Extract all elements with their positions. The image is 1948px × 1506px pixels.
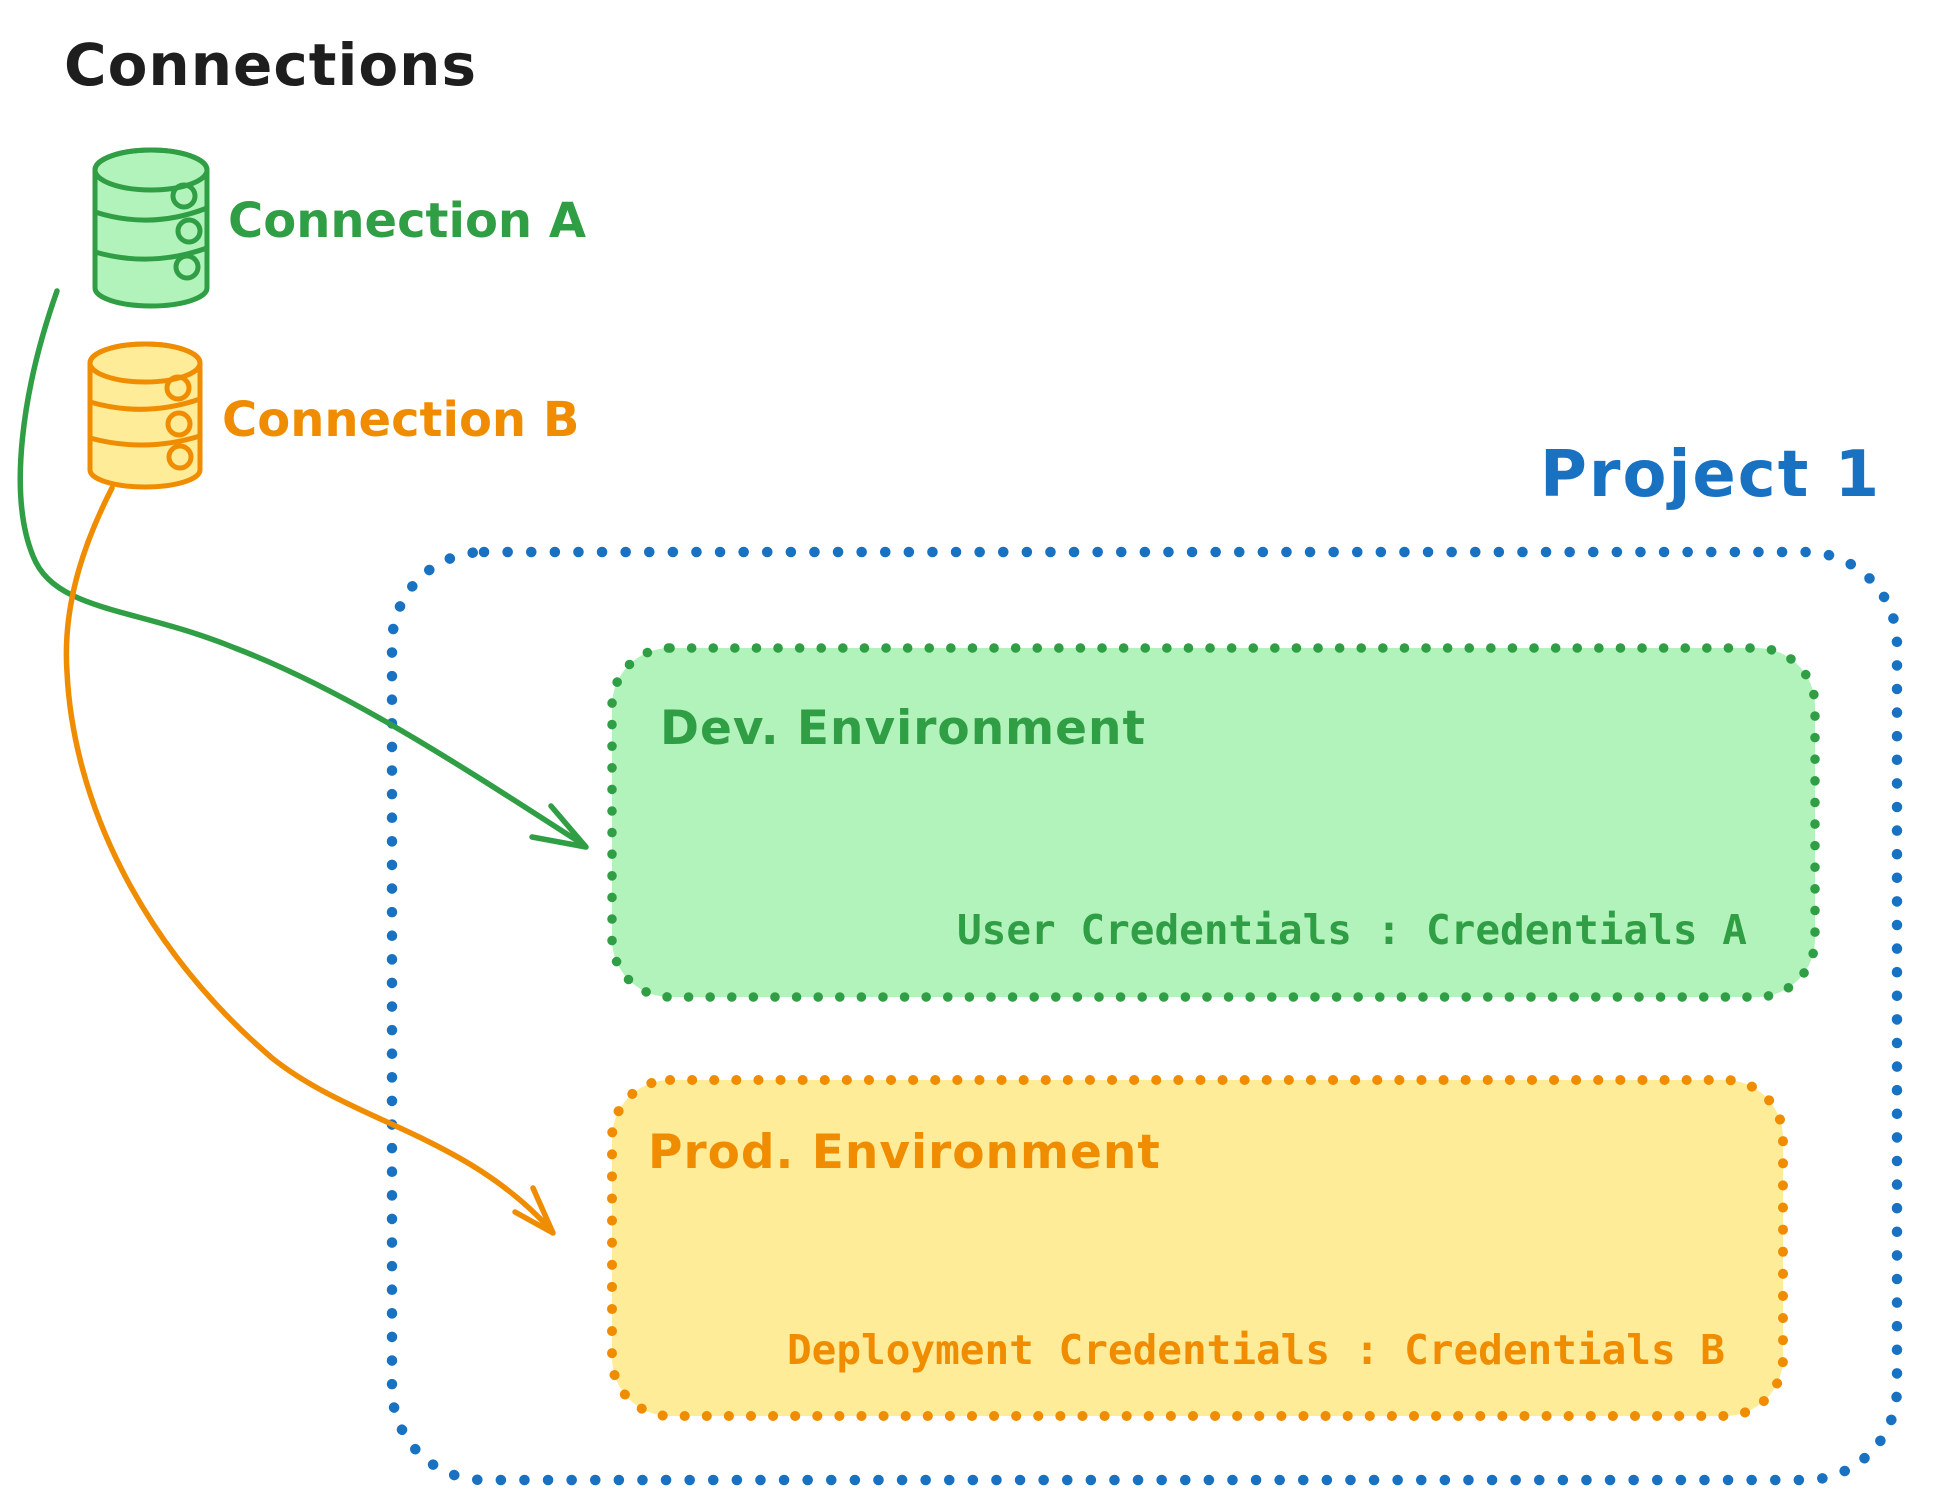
project-title: Project 1 [1540, 438, 1881, 512]
prod-environment-title: Prod. Environment [648, 1125, 1161, 1180]
connection-b-label: Connection B [222, 392, 579, 448]
prod-environment-credentials: Deployment Credentials : Credentials B [787, 1326, 1725, 1374]
prod-environment-box [607, 1075, 1788, 1421]
connection-a-label: Connection A [228, 193, 586, 249]
project-box-border [386, 546, 1903, 1486]
dev-environment-title: Dev. Environment [660, 701, 1146, 756]
database-cylinder-icon [92, 147, 210, 309]
arrow-connection-a-to-dev [17, 288, 589, 850]
arrow-connection-b-to-prod [63, 485, 556, 1236]
arrowhead [512, 1185, 556, 1236]
connections-title: Connections [64, 31, 477, 99]
dev-environment-credentials: User Credentials : Credentials A [957, 906, 1747, 954]
database-cylinder-icon [87, 341, 203, 490]
dev-environment-box [607, 643, 1820, 1002]
arrowhead [529, 803, 589, 850]
